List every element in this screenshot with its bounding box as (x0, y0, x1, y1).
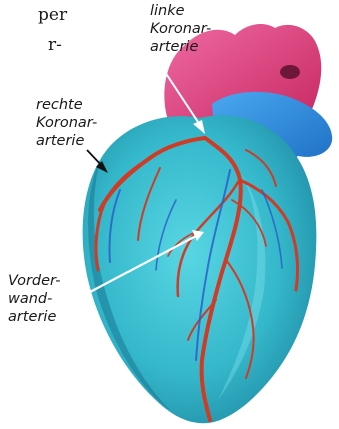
heart-body-shape (83, 115, 317, 423)
label-line: Vorder- (8, 272, 60, 290)
label-line: wand- (8, 290, 60, 308)
label-line: Koronar- (36, 114, 97, 132)
label-line: rechte (36, 96, 97, 114)
label-line: arterie (150, 38, 211, 56)
label-anterior-wall-artery: Vorder- wand- arterie (8, 272, 60, 326)
label-line: Koronar- (150, 20, 211, 38)
label-right-coronary-artery: rechte Koronar- arterie (36, 96, 97, 150)
label-line: arterie (36, 132, 97, 150)
text-fragment-line2: r- (48, 34, 62, 56)
aorta-opening (280, 65, 300, 79)
label-line: linke (150, 2, 211, 20)
text-fragment-line1: per (38, 4, 67, 26)
label-left-coronary-artery: linke Koronar- arterie (150, 2, 211, 56)
label-line: arterie (8, 308, 60, 326)
